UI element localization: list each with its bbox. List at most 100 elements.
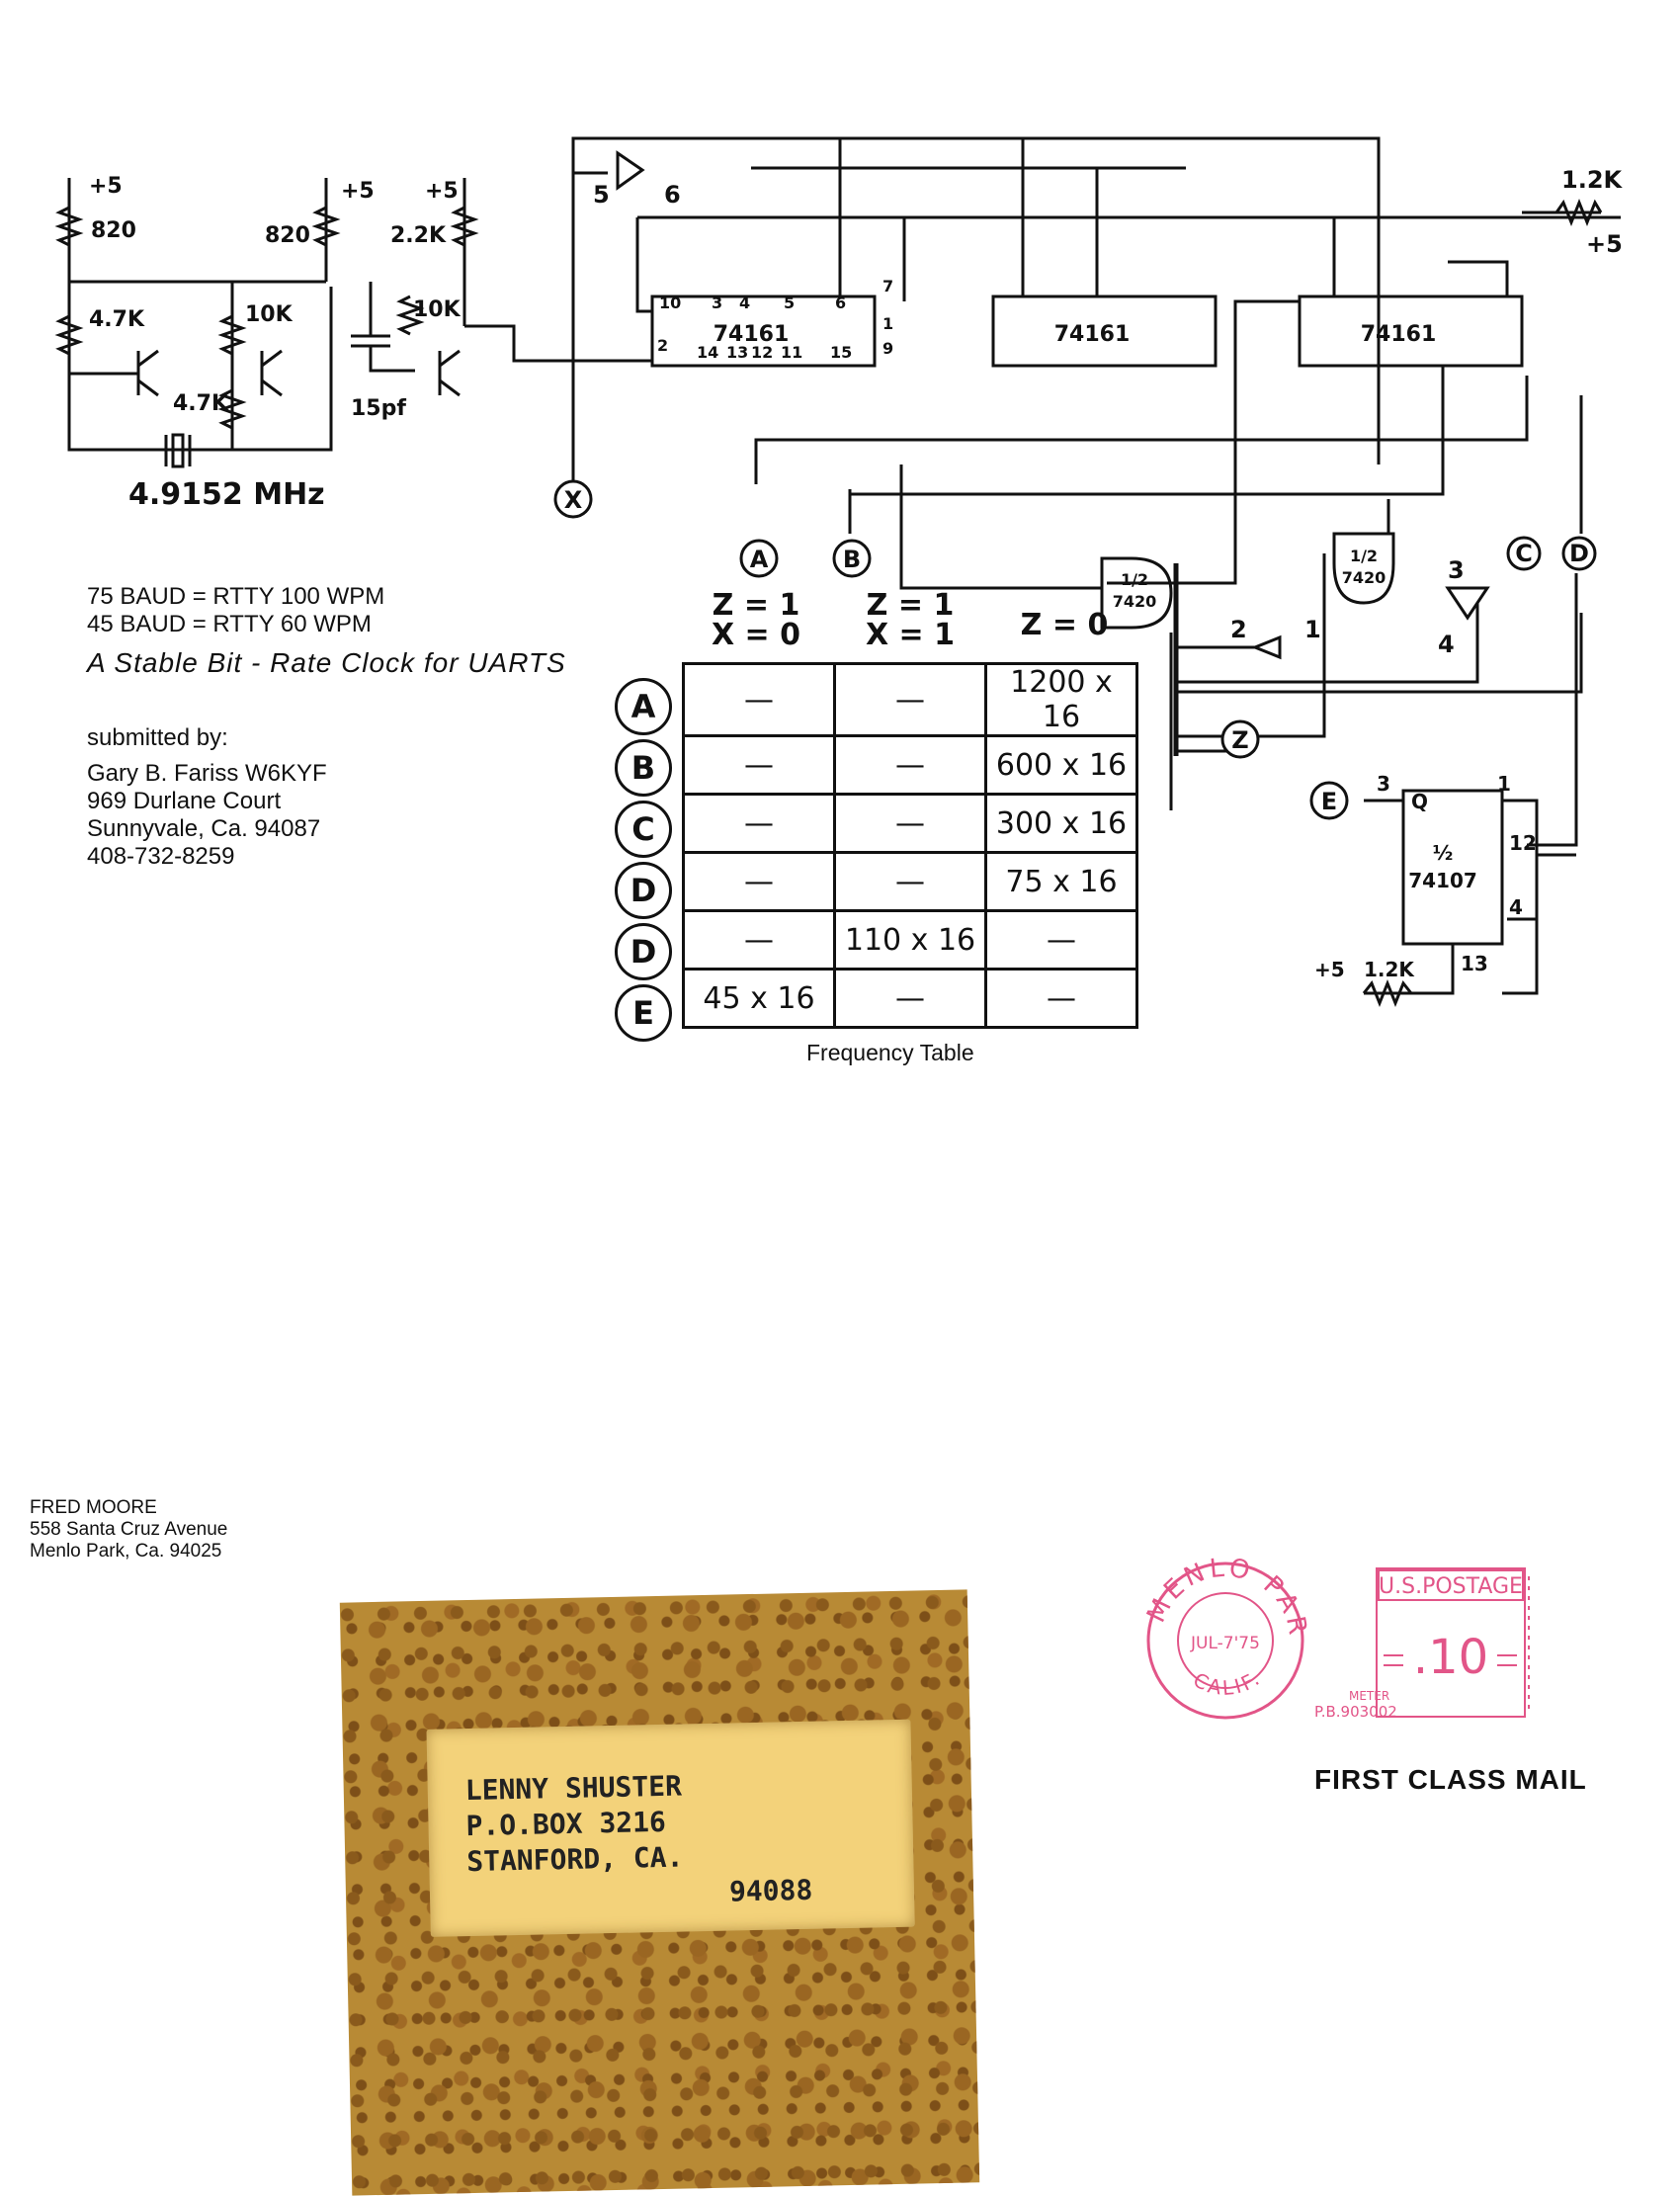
table-header-col-3: Z = 0 xyxy=(1020,608,1109,642)
sender-city: Menlo Park, Ca. 94025 xyxy=(30,1541,222,1562)
recipient-address: LENNY SHUSTER P.O.BOX 3216 STANFORD, CA.… xyxy=(464,1766,812,1915)
table-cell: 1200 x 16 xyxy=(984,662,1138,737)
svg-text:13: 13 xyxy=(726,343,748,362)
table-cell: 600 x 16 xyxy=(984,734,1138,796)
sender-address: FRED MOORE 558 Santa Cruz Avenue Menlo P… xyxy=(30,1497,227,1563)
nand-gate-2 xyxy=(1332,532,1395,605)
svg-text:.10: .10 xyxy=(1413,1630,1488,1685)
table-cell: 45 x 16 xyxy=(682,968,836,1029)
node-b xyxy=(832,539,872,578)
svg-text:+5: +5 xyxy=(1586,230,1623,258)
svg-text:B: B xyxy=(843,546,861,573)
postage-meter-stamp: MENLO PARK CALIF. JUL-7'75 U.S.POSTAGE .… xyxy=(1132,1547,1530,1721)
row-label-d: D xyxy=(615,862,672,919)
svg-text:74161: 74161 xyxy=(1361,322,1437,347)
svg-text:2.2K: 2.2K xyxy=(390,223,447,248)
svg-text:JUL-7'75: JUL-7'75 xyxy=(1190,1634,1260,1653)
frequency-table: — — 1200 x 16 — — 600 x 16 — — 300 x 16 … xyxy=(682,662,1138,1029)
row-label-b: B xyxy=(615,739,672,797)
svg-text:+5: +5 xyxy=(341,179,375,204)
circuit-schematic: X A B C D Z E +5 +5 +5 820 820 2.2K 4.7K… xyxy=(54,136,1624,1008)
recipient-zip: 94088 xyxy=(728,1873,813,1908)
svg-text:2: 2 xyxy=(657,336,668,355)
resistor-4.7k-a xyxy=(54,314,84,356)
svg-text:1: 1 xyxy=(882,314,893,333)
svg-text:+5: +5 xyxy=(1314,958,1345,981)
svg-text:6: 6 xyxy=(664,181,681,209)
svg-text:5: 5 xyxy=(784,294,795,312)
table-cell: 110 x 16 xyxy=(833,909,987,971)
svg-text:4.9152 MHz: 4.9152 MHz xyxy=(128,477,325,512)
svg-text:2: 2 xyxy=(1230,616,1247,643)
mail-class-label: FIRST CLASS MAIL xyxy=(1314,1764,1587,1795)
resistor-4.7k-b xyxy=(217,388,247,430)
node-e xyxy=(1309,781,1349,820)
svg-text:6: 6 xyxy=(835,294,846,312)
svg-text:74161: 74161 xyxy=(714,322,790,347)
sender-street: 558 Santa Cruz Avenue xyxy=(30,1519,228,1540)
svg-text:7420: 7420 xyxy=(1113,592,1157,611)
table-cell: — xyxy=(833,662,987,737)
row-label-c: C xyxy=(615,801,672,858)
inverter-2 xyxy=(1250,634,1282,660)
table-cell: — xyxy=(682,793,836,854)
svg-text:1: 1 xyxy=(1497,772,1511,796)
svg-text:15: 15 xyxy=(830,343,852,362)
svg-text:4.7K: 4.7K xyxy=(89,307,145,332)
nand-gate-1 xyxy=(1100,556,1173,630)
row-label-e: E xyxy=(615,984,672,1042)
table-row: 45 x 16 — — xyxy=(682,968,1138,1029)
resistor-820-a xyxy=(54,206,84,247)
svg-text:P.B.903002: P.B.903002 xyxy=(1314,1703,1397,1721)
table-cell: — xyxy=(682,851,836,912)
svg-text:METER: METER xyxy=(1349,1689,1389,1703)
table-cell: 75 x 16 xyxy=(984,851,1138,912)
svg-text:10K: 10K xyxy=(413,297,462,322)
node-a xyxy=(739,539,779,578)
counter-3-74161 xyxy=(1298,295,1524,368)
svg-text:12: 12 xyxy=(751,343,773,362)
svg-text:7420: 7420 xyxy=(1342,568,1386,587)
row-label-d2: D xyxy=(615,923,672,980)
row-label-a: A xyxy=(615,678,672,735)
svg-text:1.2K: 1.2K xyxy=(1364,958,1415,981)
counter-1-74161 xyxy=(650,295,877,368)
svg-text:U.S.POSTAGE: U.S.POSTAGE xyxy=(1379,1574,1523,1599)
node-c xyxy=(1506,536,1542,571)
submitter-name: Gary B. Fariss W6KYF xyxy=(87,760,327,787)
svg-text:4: 4 xyxy=(1438,631,1455,658)
svg-text:820: 820 xyxy=(265,223,310,248)
resistor-1.2k-ff xyxy=(1362,978,1413,1008)
baud-75-note: 75 BAUD = RTTY 100 WPM xyxy=(87,583,385,610)
svg-text:10K: 10K xyxy=(245,302,294,327)
svg-text:820: 820 xyxy=(91,218,136,243)
resistor-10k-b xyxy=(395,295,425,336)
svg-text:D: D xyxy=(1569,540,1589,567)
svg-text:A: A xyxy=(750,546,769,573)
svg-text:1: 1 xyxy=(1304,616,1321,643)
svg-text:3: 3 xyxy=(712,294,722,312)
table-row: — — 600 x 16 xyxy=(682,734,1138,796)
svg-text:14: 14 xyxy=(697,343,718,362)
svg-text:11: 11 xyxy=(781,343,802,362)
table-cell: 300 x 16 xyxy=(984,793,1138,854)
baud-notes: 75 BAUD = RTTY 100 WPM 45 BAUD = RTTY 60… xyxy=(87,583,384,638)
submitter-city: Sunnyvale, Ca. 94087 xyxy=(87,815,321,842)
table-row: — 110 x 16 — xyxy=(682,909,1138,971)
wire-osc-left xyxy=(67,178,333,452)
svg-text:1.2K: 1.2K xyxy=(1561,166,1624,194)
inverter-top xyxy=(616,150,645,191)
frequency-table-caption: Frequency Table xyxy=(806,1040,974,1065)
svg-text:74107: 74107 xyxy=(1408,869,1477,892)
svg-text:3: 3 xyxy=(1448,556,1465,584)
table-cell: — xyxy=(833,734,987,796)
counter-2-74161 xyxy=(991,295,1218,368)
table-row: — — 75 x 16 xyxy=(682,851,1138,912)
table-cell: — xyxy=(984,909,1138,971)
submitter-street: 969 Durlane Court xyxy=(87,788,282,814)
svg-text:74161: 74161 xyxy=(1054,322,1131,347)
inverter-3 xyxy=(1445,586,1490,621)
submitter-phone: 408-732-8259 xyxy=(87,843,235,870)
resistor-1.2k-top xyxy=(1554,198,1603,227)
svg-text:4.7K: 4.7K xyxy=(173,391,229,416)
